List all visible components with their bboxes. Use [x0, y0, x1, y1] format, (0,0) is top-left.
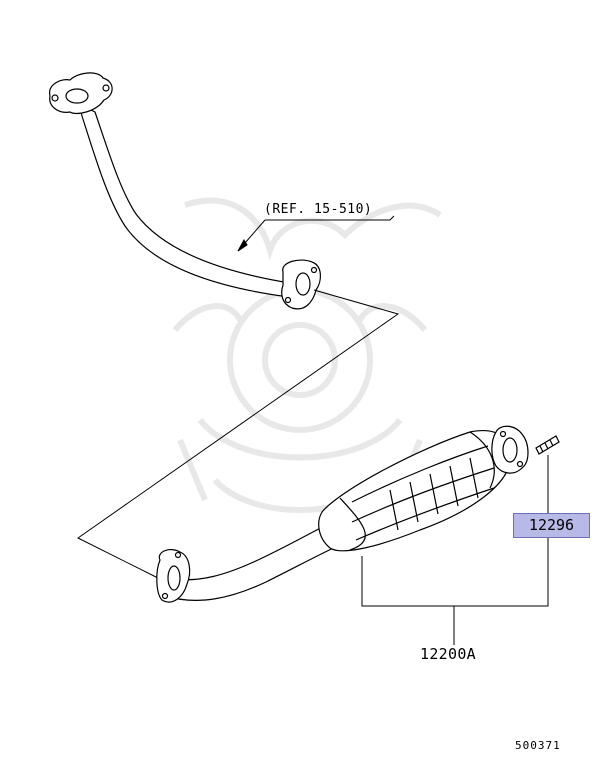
front-pipe: [49, 72, 321, 310]
part-number-12296-label[interactable]: 12296: [513, 513, 590, 538]
ref-leader: [237, 215, 395, 252]
catalytic-converter-assembly: [156, 425, 560, 603]
reference-label[interactable]: (REF. 15-510): [264, 202, 373, 217]
part-number-12200a-label[interactable]: 12200A: [420, 645, 476, 663]
connection-lines: [77, 289, 400, 579]
diagram-number: 500371: [515, 739, 561, 752]
watermark-emblem: [172, 197, 442, 513]
callout-lines: [361, 455, 549, 645]
